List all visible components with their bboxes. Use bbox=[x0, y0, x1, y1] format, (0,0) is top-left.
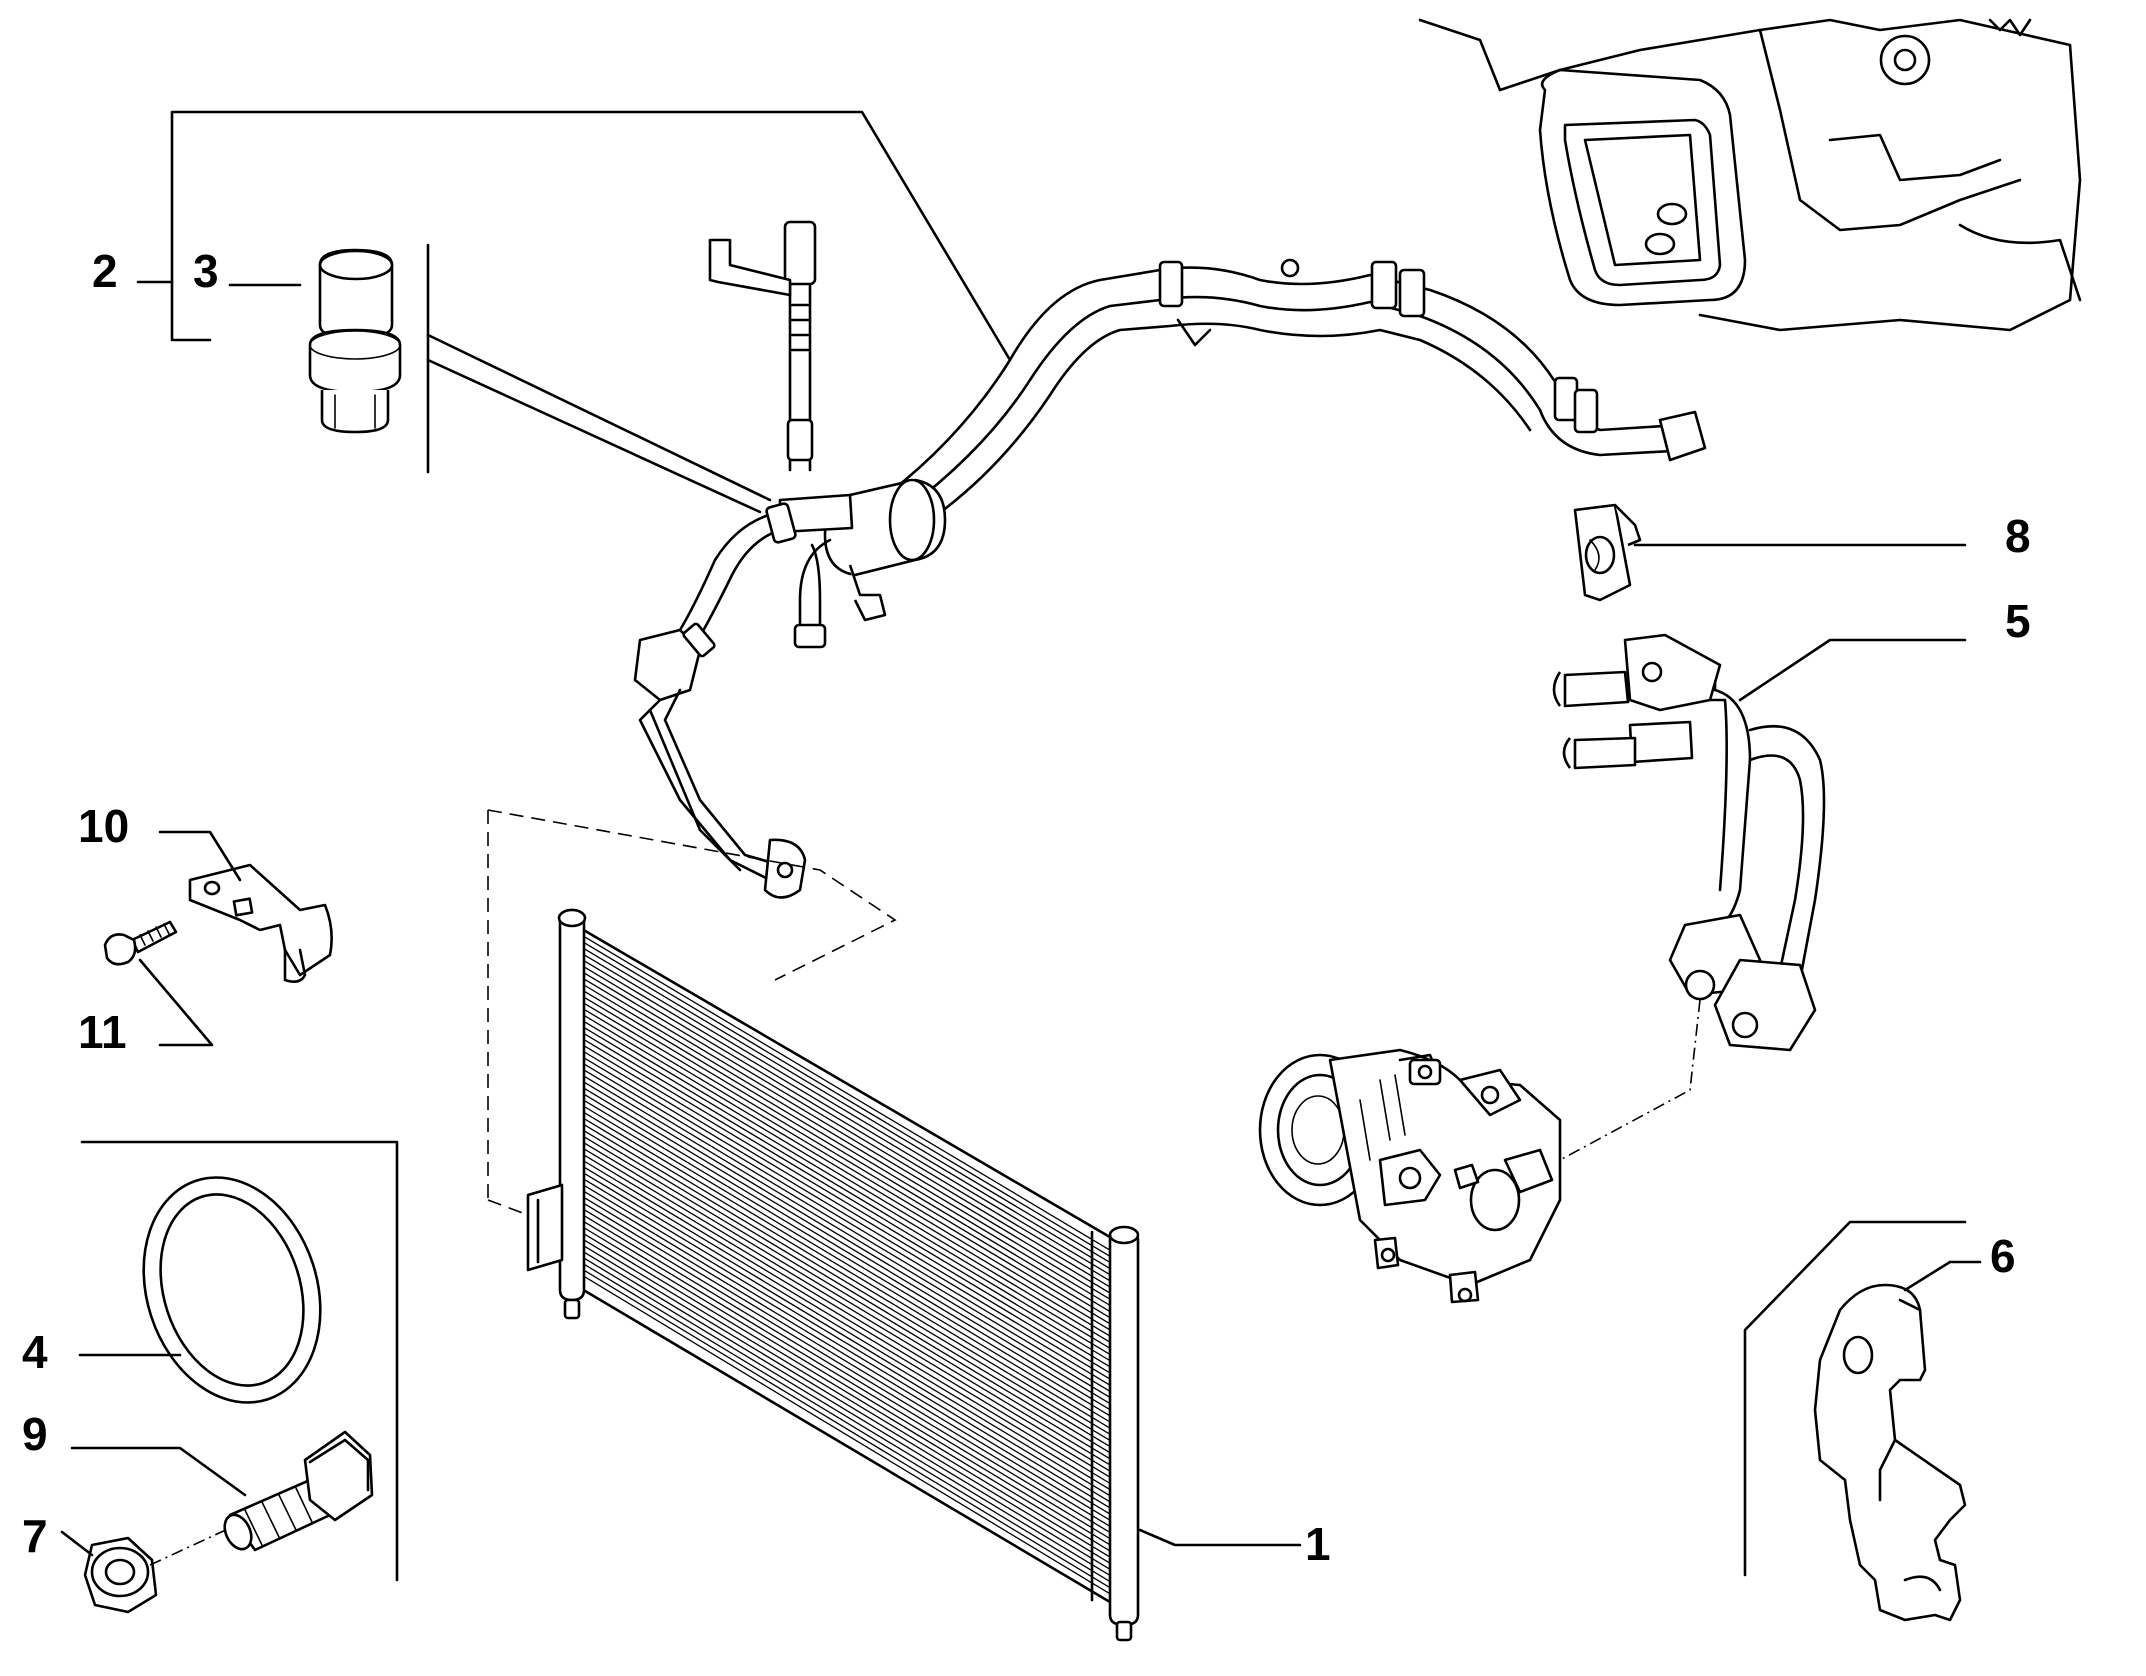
condenser-fin-line bbox=[584, 936, 1111, 1251]
condenser-fin-line bbox=[584, 942, 1111, 1257]
condenser-fin-line bbox=[584, 1197, 1111, 1515]
condenser-fin-line bbox=[584, 985, 1111, 1300]
clip-8 bbox=[1573, 503, 1642, 602]
condenser-fin-line bbox=[584, 1094, 1111, 1411]
leader-line-1 bbox=[1138, 1528, 1302, 1547]
pressure-switch bbox=[308, 248, 402, 434]
compressor bbox=[1258, 1048, 1562, 1304]
callout-5: 5 bbox=[2005, 595, 2031, 647]
condenser-fin-line bbox=[584, 978, 1111, 1294]
condenser-fin-line bbox=[584, 1051, 1111, 1368]
condenser-fin-line bbox=[584, 1130, 1111, 1448]
leader-line-10 bbox=[158, 830, 242, 882]
condenser-fin-line bbox=[584, 1033, 1111, 1349]
stud-bolt bbox=[223, 1430, 374, 1552]
condenser-fin-line bbox=[584, 972, 1111, 1288]
condenser-fin-line bbox=[584, 966, 1111, 1282]
condenser-fin-line bbox=[584, 1227, 1111, 1546]
condenser-fin-line bbox=[584, 1173, 1111, 1491]
callout-3: 3 bbox=[193, 245, 219, 297]
condenser-fin-line bbox=[584, 1009, 1111, 1325]
callout-6: 6 bbox=[1990, 1230, 2016, 1282]
condenser-fin-line bbox=[584, 997, 1111, 1313]
callout-1: 1 bbox=[1305, 1518, 1331, 1570]
leader-line-9 bbox=[70, 1446, 247, 1497]
assembly-axis-7-9 bbox=[149, 1527, 231, 1566]
condenser-fin-line bbox=[584, 1209, 1111, 1527]
condenser-fin-line bbox=[584, 1076, 1111, 1392]
condenser-fin-line bbox=[584, 954, 1111, 1270]
condenser-fin-line bbox=[584, 1088, 1111, 1405]
condenser-fin-line bbox=[584, 1082, 1111, 1399]
condenser-fin-line bbox=[584, 1276, 1111, 1595]
condenser-fin-line bbox=[584, 1100, 1111, 1417]
condenser-fin-line bbox=[584, 1039, 1111, 1356]
condenser-fin-line bbox=[584, 1070, 1111, 1386]
callout-2: 2 bbox=[92, 245, 118, 297]
leader-line-5 bbox=[1738, 638, 1967, 702]
condenser-fin-line bbox=[584, 1191, 1111, 1509]
condenser-fin-line bbox=[584, 1118, 1111, 1435]
leader-line-7 bbox=[60, 1530, 94, 1557]
condenser-fin-line bbox=[584, 1148, 1111, 1466]
condenser-fin-line bbox=[584, 960, 1111, 1276]
condenser bbox=[526, 908, 1140, 1642]
condenser-fin-line bbox=[584, 1142, 1111, 1460]
condenser-fin-line bbox=[584, 1106, 1111, 1423]
condenser-fin-line bbox=[584, 1124, 1111, 1441]
condenser-fin-line bbox=[584, 1246, 1111, 1564]
condenser-fin-line bbox=[584, 1161, 1111, 1478]
group-frame-4-9-7 bbox=[80, 1140, 399, 1582]
condenser-fin-line bbox=[584, 1015, 1111, 1331]
group-frame-6 bbox=[1743, 1220, 1967, 1577]
condenser-fin-line bbox=[584, 1027, 1111, 1343]
condenser-fin-line bbox=[584, 1112, 1111, 1429]
condenser-fin-line bbox=[584, 1057, 1111, 1374]
condenser-fin-line bbox=[584, 1270, 1111, 1589]
nut bbox=[83, 1536, 158, 1614]
callout-11: 11 bbox=[78, 1006, 127, 1058]
condenser-fin-line bbox=[584, 1021, 1111, 1337]
leader-frame-2 bbox=[170, 110, 1012, 362]
condenser-fin-line bbox=[584, 1154, 1111, 1472]
callout-9: 9 bbox=[22, 1408, 48, 1460]
condenser-fin-line bbox=[584, 991, 1111, 1306]
condenser-fin-line bbox=[584, 1239, 1111, 1558]
condenser-fin-line bbox=[584, 1264, 1111, 1583]
compressor-hose bbox=[1552, 633, 1826, 1052]
bracket-10 bbox=[188, 863, 333, 983]
condenser-fin-line bbox=[584, 1203, 1111, 1521]
leader-line-11 bbox=[138, 958, 214, 1047]
bolt-11 bbox=[103, 920, 178, 966]
hose-assembly bbox=[633, 220, 1707, 899]
condenser-fin-line bbox=[584, 1179, 1111, 1497]
o-ring bbox=[142, 1176, 322, 1404]
condenser-fin-line bbox=[584, 1215, 1111, 1534]
callout-10: 10 bbox=[78, 800, 129, 852]
condenser-fin-line bbox=[584, 948, 1111, 1263]
callout-8: 8 bbox=[2005, 510, 2031, 562]
leader-line-6 bbox=[1903, 1260, 1982, 1292]
condenser-fin-line bbox=[584, 1136, 1111, 1454]
condenser-mount-dashes bbox=[487, 809, 897, 1216]
condenser-fins bbox=[584, 936, 1111, 1595]
callout-4: 4 bbox=[22, 1326, 48, 1378]
condenser-fin-line bbox=[584, 1221, 1111, 1540]
condenser-fin-line bbox=[584, 1185, 1111, 1503]
callout-7: 7 bbox=[22, 1510, 48, 1562]
connection-compressor-hose bbox=[1559, 999, 1701, 1161]
condenser-fin-line bbox=[584, 1003, 1111, 1319]
bracket-6 bbox=[1813, 1283, 1967, 1622]
condenser-fin-line bbox=[584, 1045, 1111, 1362]
condenser-fin-line bbox=[584, 1233, 1111, 1552]
condenser-fin-line bbox=[584, 1252, 1111, 1570]
condenser-fin-line bbox=[584, 1063, 1111, 1380]
engine-housing bbox=[1418, 18, 2082, 332]
condenser-fin-line bbox=[584, 1167, 1111, 1484]
condenser-fin-line bbox=[584, 1258, 1111, 1577]
